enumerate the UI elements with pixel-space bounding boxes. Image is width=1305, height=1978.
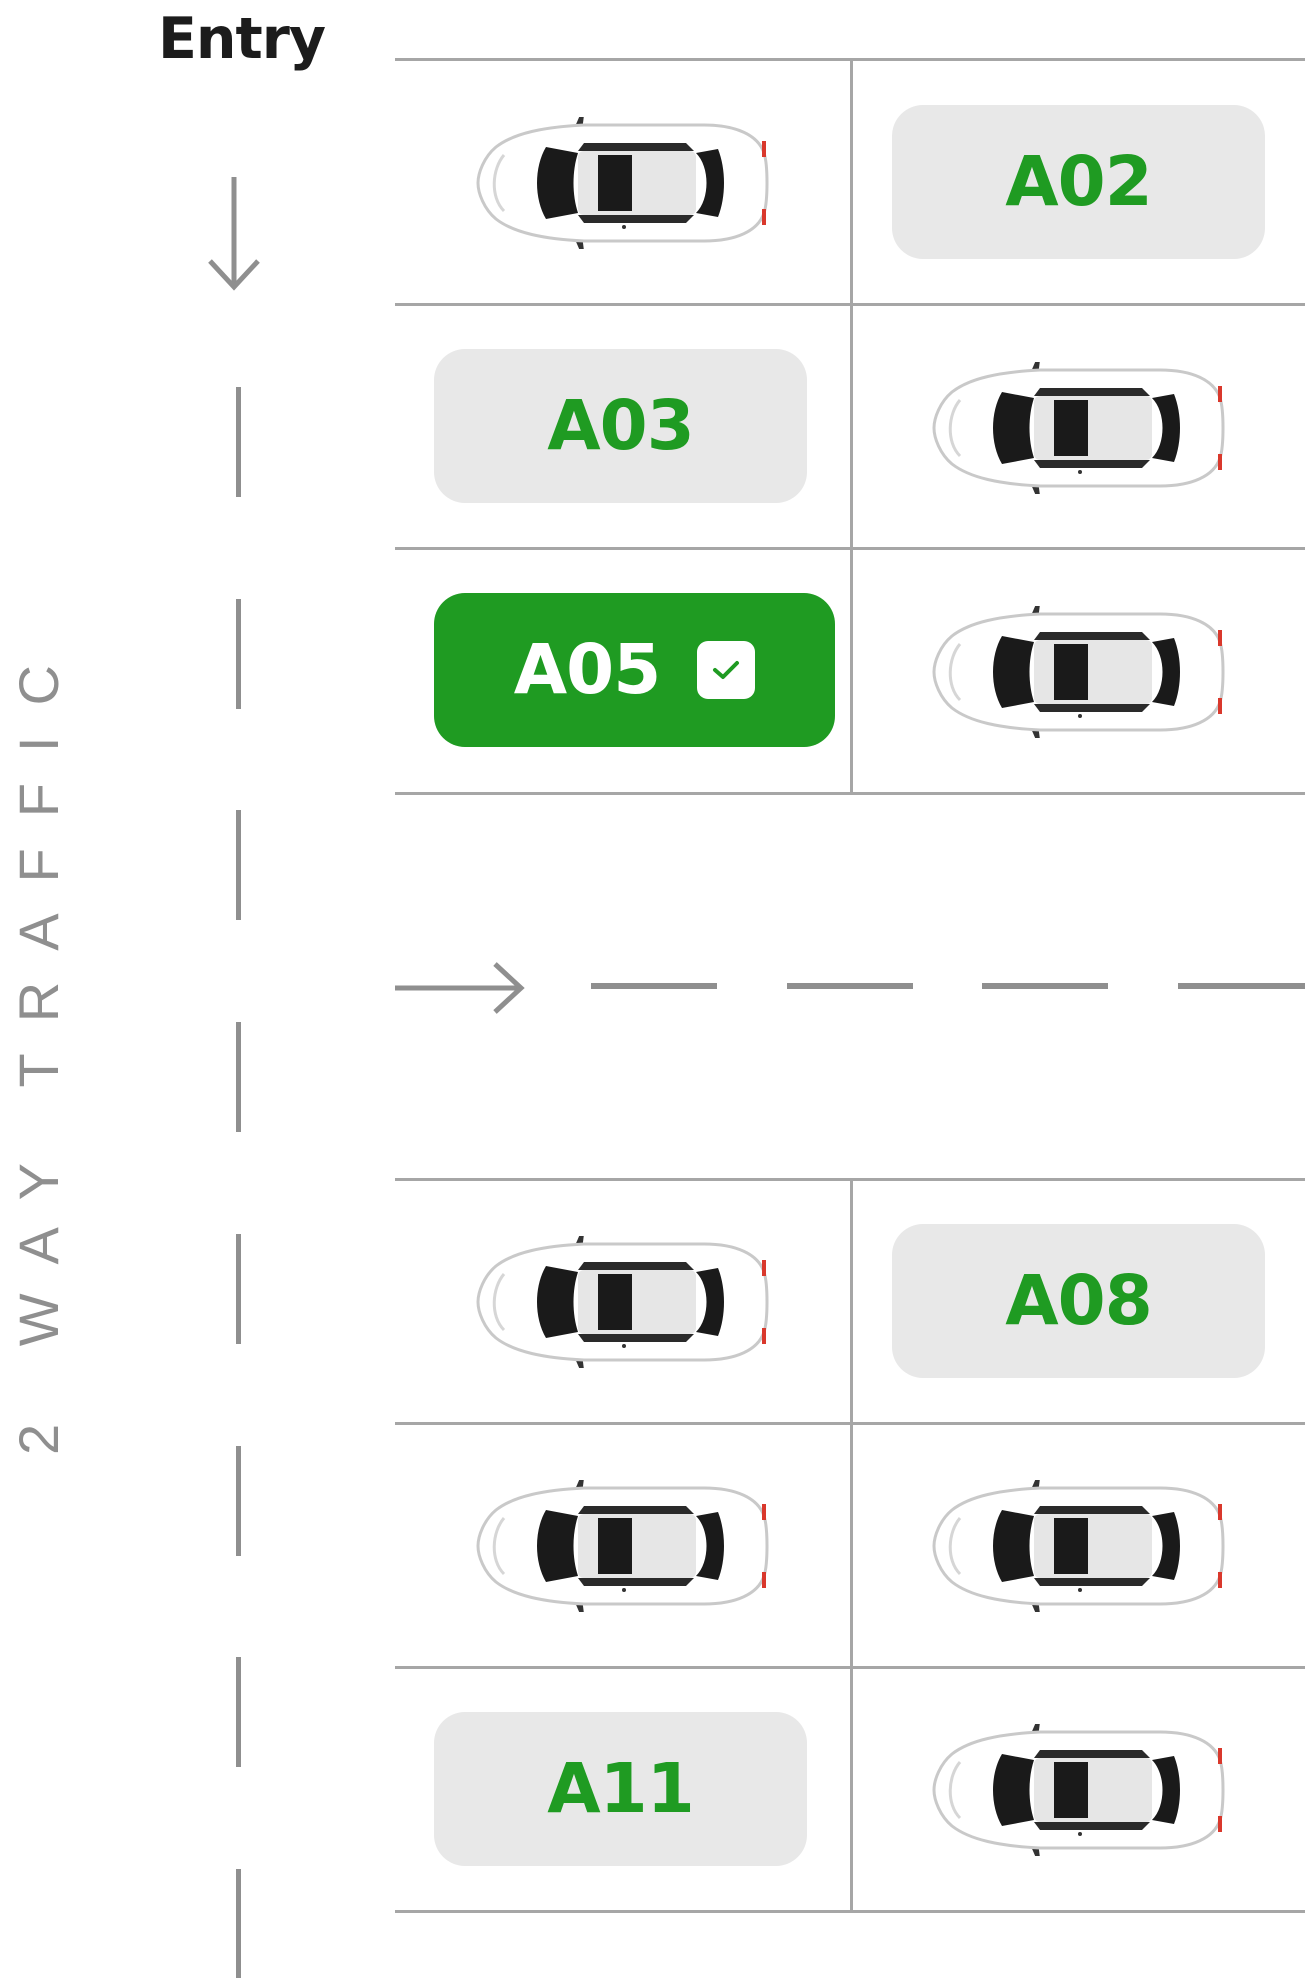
slot-a05-selected[interactable]: A05: [434, 593, 835, 747]
slot-label: A02: [1005, 142, 1152, 222]
lane-dash: [236, 1657, 241, 1767]
parking-divider: [850, 58, 853, 795]
checkmark-icon: [697, 641, 756, 699]
lane-dash: [236, 810, 241, 920]
lane-dash: [591, 983, 717, 989]
occupied-car-icon: [930, 606, 1226, 738]
slot-label: A05: [513, 630, 661, 710]
occupied-car-icon: [930, 1480, 1226, 1612]
slot-a02[interactable]: A02: [892, 105, 1265, 259]
lane-dash: [982, 983, 1108, 989]
lane-dash: [236, 1234, 241, 1344]
occupied-car-icon: [474, 1480, 770, 1612]
slot-label: A08: [1005, 1261, 1152, 1341]
lane-dash: [1178, 983, 1305, 989]
slot-a08[interactable]: A08: [892, 1224, 1265, 1378]
parking-divider: [850, 1178, 853, 1913]
svg-text:2 WAY TRAFFIC: 2 WAY TRAFFIC: [7, 634, 70, 1455]
occupied-car-icon: [474, 1236, 770, 1368]
lane-dash: [236, 599, 241, 709]
occupied-car-icon: [474, 117, 770, 249]
lane-dash: [236, 1869, 241, 1978]
occupied-car-icon: [930, 1724, 1226, 1856]
slot-a03[interactable]: A03: [434, 349, 807, 503]
slot-a11[interactable]: A11: [434, 1712, 807, 1866]
lane-dash: [236, 387, 241, 497]
arrow-down-icon: [208, 177, 260, 291]
entry-label: Entry: [158, 6, 326, 72]
lane-dash: [236, 1446, 241, 1556]
arrow-right-icon: [395, 962, 525, 1014]
slot-label: A03: [547, 386, 694, 466]
slot-label: A11: [547, 1749, 694, 1829]
lane-dash: [236, 1022, 241, 1132]
two-way-traffic-label: 2 WAY TRAFFIC: [0, 0, 80, 1978]
lane-dash: [787, 983, 913, 989]
occupied-car-icon: [930, 362, 1226, 494]
